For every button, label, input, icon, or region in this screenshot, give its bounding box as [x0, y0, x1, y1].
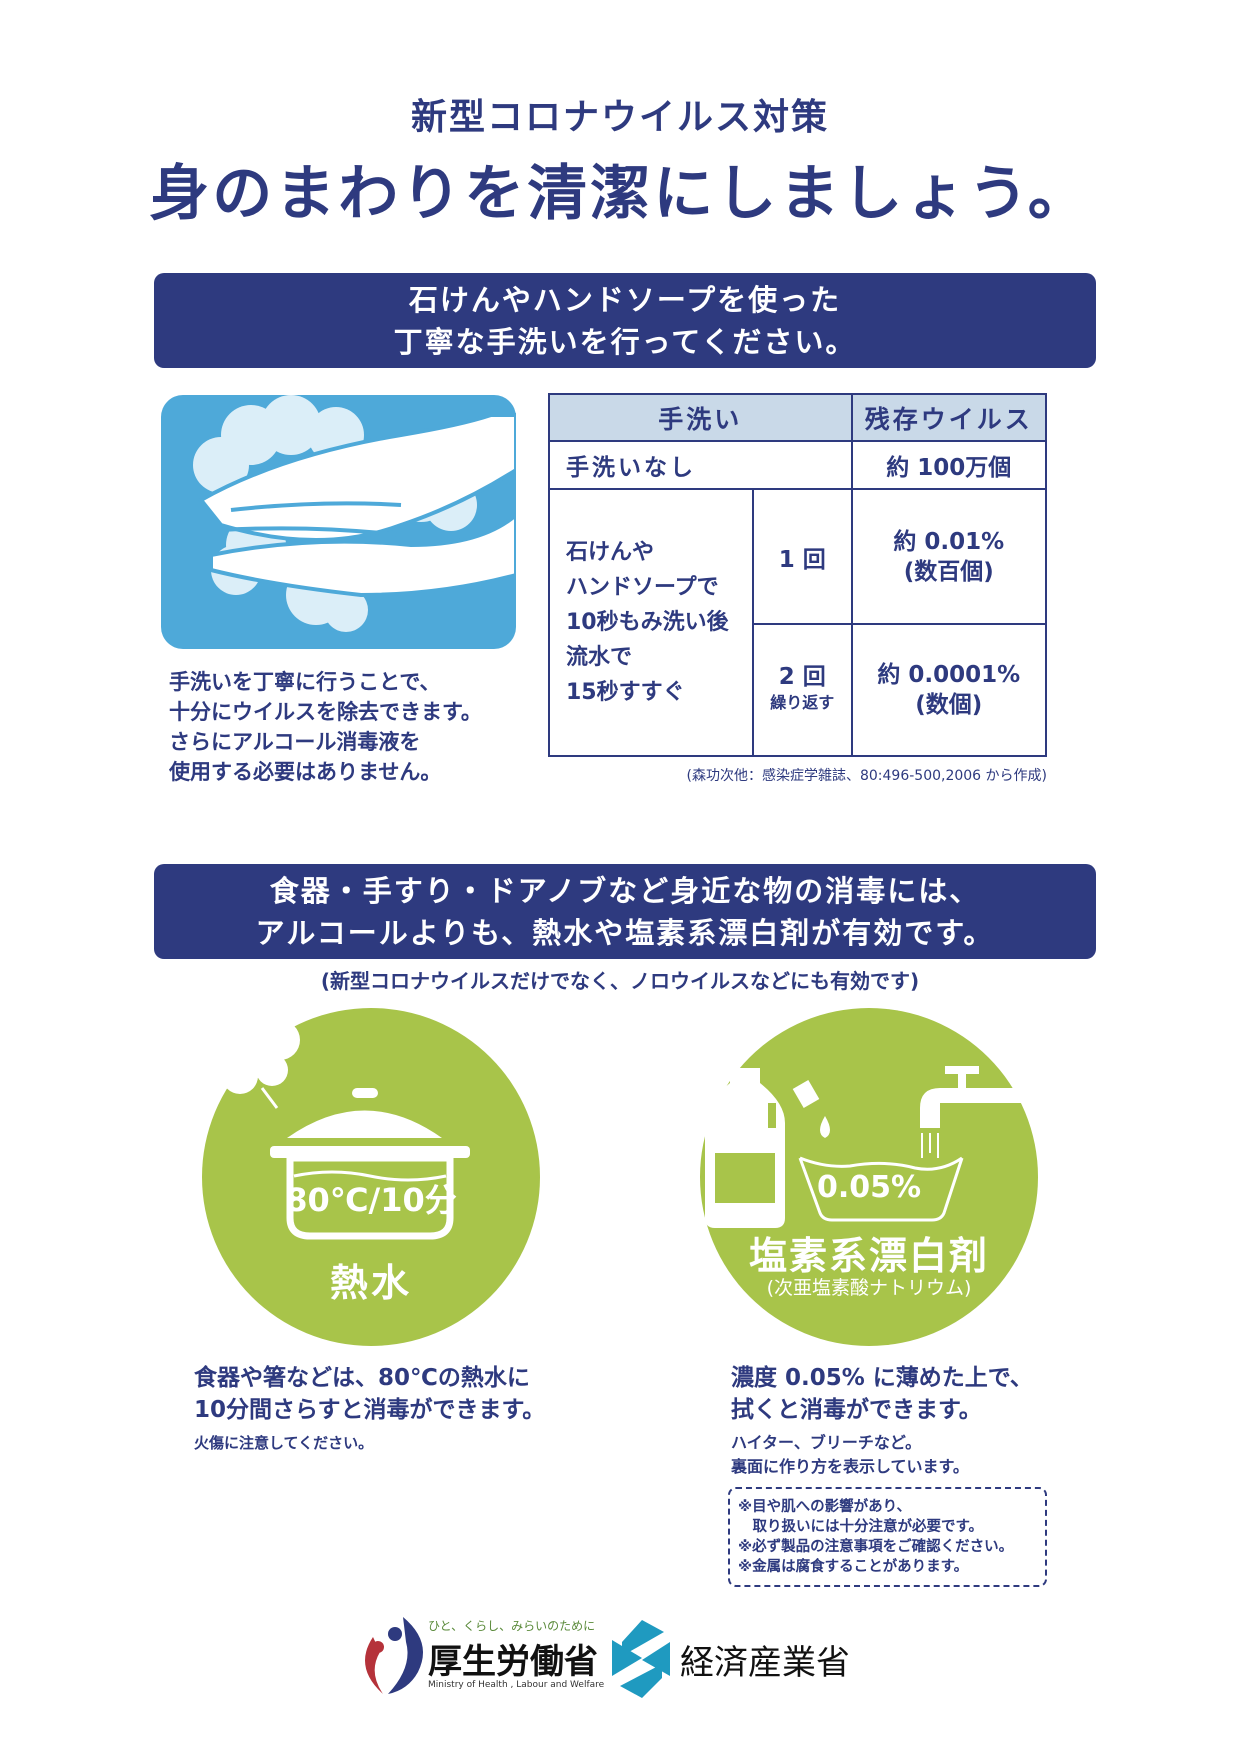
- handwash-illustration: [161, 395, 516, 649]
- handwash-caption: 手洗いを丁寧に行うことで、 十分にウイルスを除去できます。 さらにアルコール消毒…: [169, 667, 482, 787]
- hot-water-text: 食器や箸などは、80℃の熱水に 10分間さらすと消毒ができます。: [194, 1362, 545, 1426]
- table-row: 石けんや ハンドソープで 10秒もみ洗い後 流水で 15秒すすぐ 1 回 約 0…: [548, 488, 1047, 757]
- citation: (森功次他：感染症学雑誌、80:496-500,2006 から作成): [686, 768, 1047, 784]
- row-label: 手洗いなし: [548, 440, 853, 490]
- row-value: 約 100万個: [850, 440, 1047, 490]
- count-once: 1 回: [751, 488, 853, 625]
- bleach-icon: [705, 1066, 1025, 1228]
- bleach-label: 塩素系漂白剤: [748, 1234, 989, 1278]
- method-line: ハンドソープで: [566, 575, 719, 600]
- meti-name: 経済産業省: [680, 1643, 850, 1683]
- text-line: ハイター、ブリーチなど。: [731, 1433, 922, 1452]
- text-line: 濃度 0.05% に薄めた上で、: [731, 1365, 1033, 1391]
- count-twice: 2 回 繰り返す: [751, 623, 853, 757]
- disinfect-banner: 食器・手すり・ドアノブなど身近な物の消毒には、 アルコールよりも、熱水や塩素系漂…: [154, 864, 1096, 959]
- caption-line: 手洗いを丁寧に行うことで、: [169, 670, 441, 694]
- method-line: 10秒もみ洗い後: [566, 610, 729, 635]
- value-text: 約 0.0001%: [877, 662, 1021, 688]
- bleach-sublabel: (次亜塩素酸ナトリウム): [766, 1277, 972, 1299]
- text-line: 裏面に作り方を表示しています。: [731, 1457, 969, 1476]
- virus-note: (新型コロナウイルスだけでなく、ノロウイルスなどにも有効です): [320, 969, 920, 993]
- caution-box: ※目や肌への影響があり、 取り扱いには十分注意が必要です。 ※必ず製品の注意事項…: [728, 1487, 1047, 1587]
- text-line: 食器や箸などは、80℃の熱水に: [194, 1365, 530, 1391]
- meti-logo-icon: [612, 1620, 670, 1698]
- mhlw-name: 厚生労働省: [428, 1642, 598, 1682]
- pot-icon: [222, 1020, 470, 1240]
- hot-water-temp: 80℃/10分: [285, 1181, 457, 1219]
- burn-warning: 火傷に注意してください。: [194, 1434, 374, 1452]
- method-line: 流水で: [566, 645, 633, 670]
- hot-water-label: 熱水: [329, 1261, 412, 1305]
- caution-line: ※必ず製品の注意事項をご確認ください。: [738, 1539, 1014, 1555]
- virus-table: 手洗い 残存ウイルス 手洗いなし 約 100万個 石けんや ハンドソープで 10…: [548, 393, 1047, 757]
- caution-line: ※目や肌への影響があり、: [738, 1499, 912, 1515]
- handwash-banner: 石けんやハンドソープを使った 丁寧な手洗いを行ってください。: [154, 273, 1096, 368]
- count-note: 繰り返す: [770, 693, 835, 712]
- count-text: 2 回: [778, 664, 826, 690]
- method-line: 石けんや: [566, 540, 655, 565]
- bleach-text: 濃度 0.05% に薄めた上で、 拭くと消毒ができます。: [731, 1362, 1033, 1426]
- banner-line: 食器・手すり・ドアノブなど身近な物の消毒には、: [269, 873, 981, 908]
- value-detail: (数百個): [903, 558, 994, 585]
- caption-line: さらにアルコール消毒液を: [169, 730, 421, 754]
- banner-line: 丁寧な手洗いを行ってください。: [393, 324, 857, 359]
- caution-line: ※金属は腐食することがあります。: [738, 1559, 969, 1575]
- bleach-concentration: 0.05%: [816, 1170, 922, 1205]
- method-cell: 石けんや ハンドソープで 10秒もみ洗い後 流水で 15秒すすぐ: [548, 488, 754, 757]
- page-title: 身のまわりを清潔にしましょう。: [149, 159, 1091, 229]
- value-text: 約 0.01%: [893, 528, 1005, 555]
- caution-line: 取り扱いには十分注意が必要です。: [738, 1519, 984, 1535]
- banner-line: 石けんやハンドソープを使った: [408, 282, 842, 317]
- mhlw-english: Ministry of Health , Labour and Welfare: [428, 1680, 605, 1690]
- text-line: 拭くと消毒ができます。: [731, 1397, 982, 1423]
- value-detail: (数個): [915, 692, 983, 718]
- mhlw-tagline: ひと、くらし、みらいのために: [428, 1619, 596, 1633]
- method-line: 15秒すすぐ: [566, 680, 685, 705]
- subtitle: 新型コロナウイルス対策: [410, 97, 829, 138]
- table-row: 手洗いなし 約 100万個: [548, 440, 1047, 490]
- value-once: 約 0.01% (数百個): [850, 488, 1047, 625]
- header-handwash: 手洗い: [548, 393, 853, 442]
- bleach-small: ハイター、ブリーチなど。 裏面に作り方を表示しています。: [731, 1431, 969, 1479]
- text-line: 10分間さらすと消毒ができます。: [194, 1397, 546, 1423]
- mhlw-logo-icon: [365, 1617, 423, 1694]
- table-header-row: 手洗い 残存ウイルス: [548, 393, 1047, 442]
- banner-line: アルコールよりも、熱水や塩素系漂白剤が有効です。: [255, 915, 995, 950]
- caption-line: 十分にウイルスを除去できます。: [169, 700, 482, 724]
- value-twice: 約 0.0001% (数個): [850, 623, 1047, 757]
- table-row: 2 回 繰り返す 約 0.0001% (数個): [549, 623, 1047, 757]
- caption-line: 使用する必要はありません。: [169, 760, 442, 784]
- header-remaining-virus: 残存ウイルス: [850, 393, 1047, 442]
